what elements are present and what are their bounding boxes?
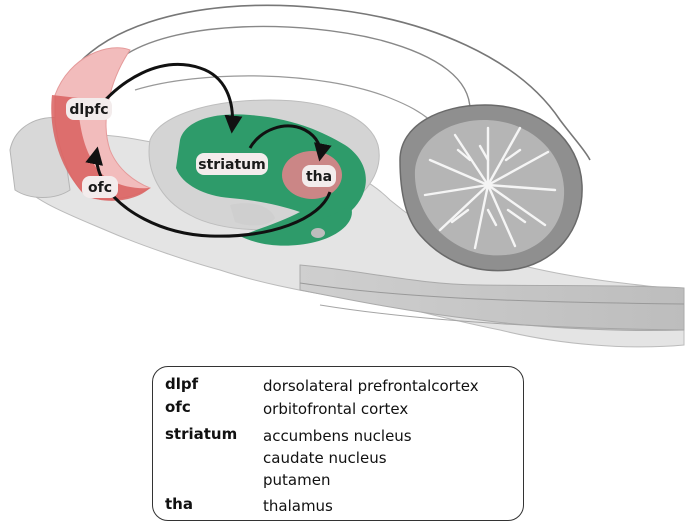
legend-box: dlpf dorsolateral prefrontalcortex ofc o… (152, 366, 524, 521)
label-ofc: ofc (82, 176, 118, 198)
label-dlpfc: dlpfc (66, 98, 112, 120)
midbrain-nucleus (311, 228, 325, 238)
brain-sagittal-diagram: dlpfc ofc striatum tha (9, 4, 685, 348)
legend-abbr: striatum (165, 425, 238, 443)
cerebellum (399, 104, 583, 272)
legend-desc: orbitofrontal cortex (263, 400, 409, 418)
svg-text:striatum: striatum (198, 157, 265, 173)
legend-desc: thalamus (263, 497, 333, 515)
legend-abbr: ofc (165, 398, 191, 416)
legend-desc: caudate nucleus (263, 449, 387, 467)
legend-abbr: dlpf (165, 375, 199, 393)
svg-text:ofc: ofc (88, 180, 112, 196)
arrow-striatum-to-thalamus (248, 124, 332, 162)
legend-desc: accumbens nucleus (263, 427, 412, 445)
cortex-outline (59, 4, 591, 161)
svg-text:dlpfc: dlpfc (69, 102, 108, 118)
ofc-region (51, 95, 150, 201)
legend-desc: dorsolateral prefrontalcortex (263, 377, 479, 395)
arrow-pfc-to-striatum (93, 63, 243, 134)
hypothalamus (230, 203, 275, 226)
arrow-thalamus-to-pfc (85, 146, 332, 238)
brainstem-line-2 (319, 304, 685, 331)
label-tha: tha (302, 165, 336, 187)
corpus-callosum-line (134, 75, 431, 121)
legend-desc: putamen (263, 471, 331, 489)
label-striatum: striatum (196, 153, 268, 175)
brainstem-line (299, 282, 685, 305)
legend-abbr: tha (165, 495, 193, 513)
svg-text:tha: tha (306, 169, 332, 185)
